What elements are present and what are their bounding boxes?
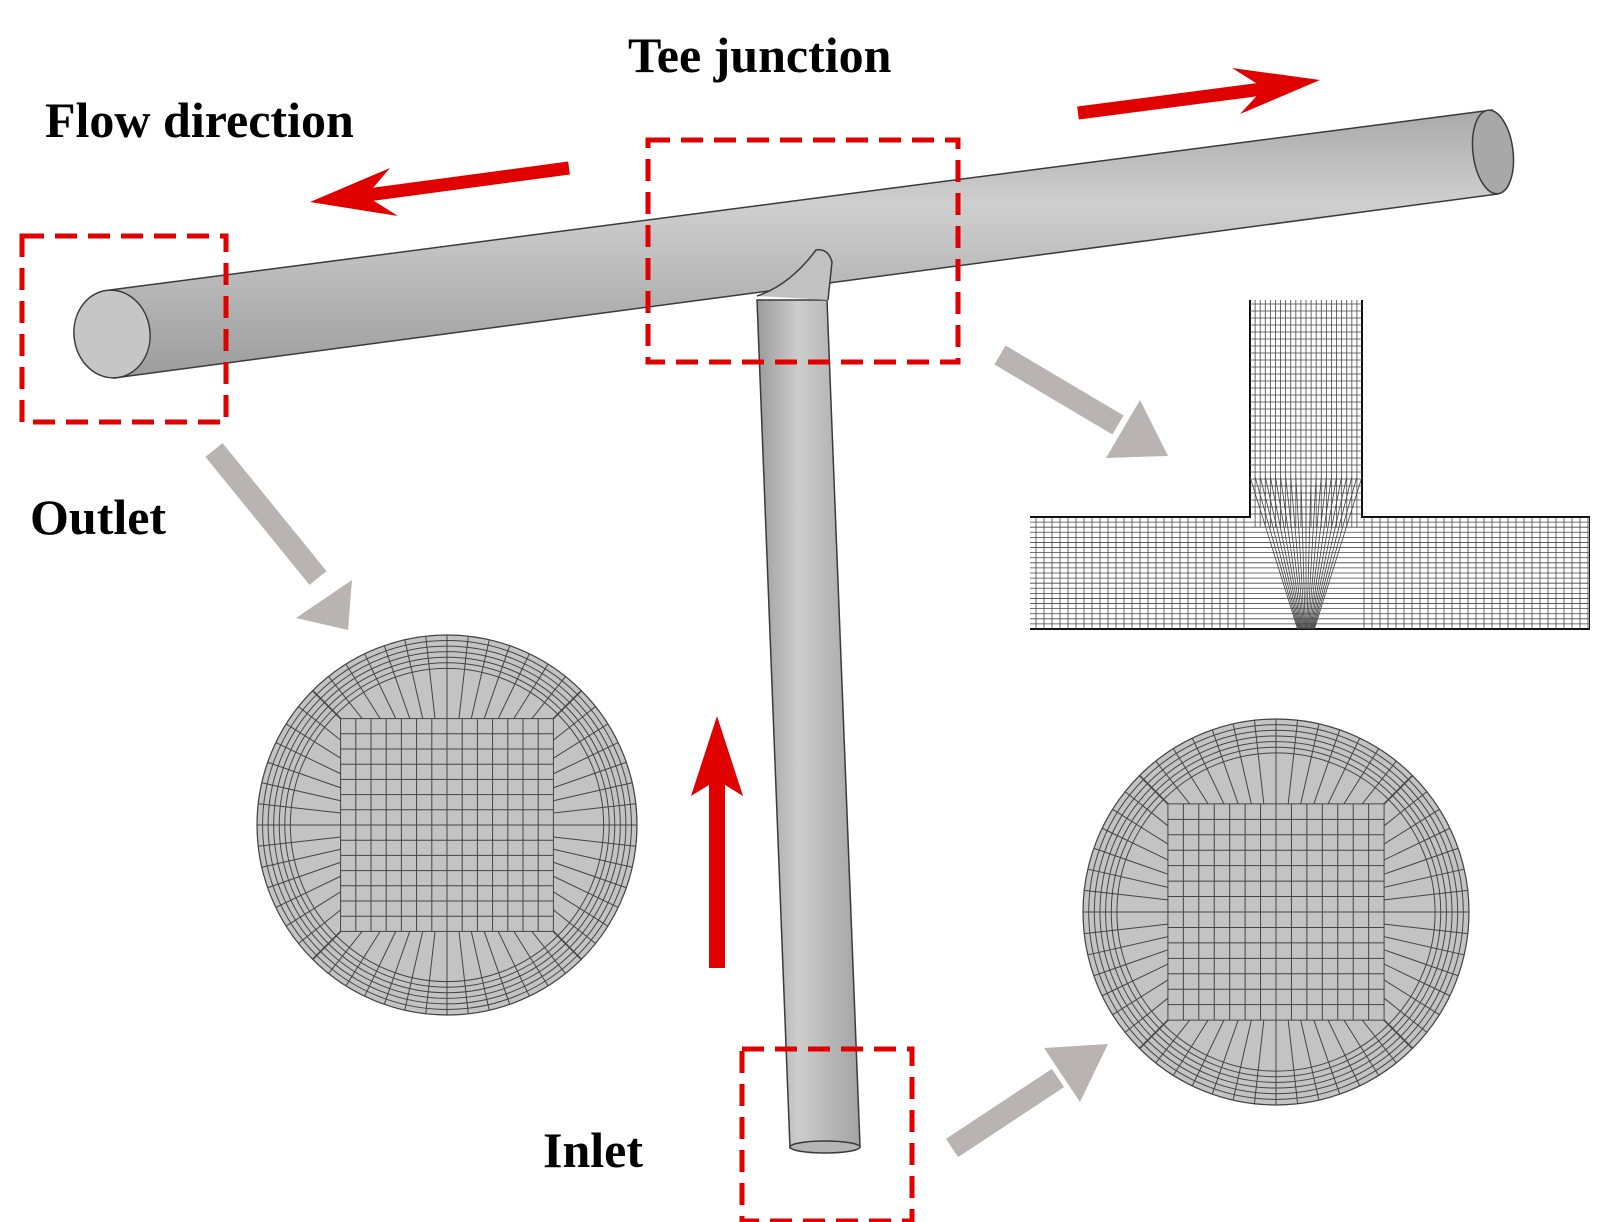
inlet-label: Inlet xyxy=(543,1122,643,1178)
flow-arrow-up xyxy=(691,716,743,968)
pointer-arrow-inlet xyxy=(945,1044,1108,1158)
tee-junction-mesh xyxy=(1030,300,1590,630)
outlet-face xyxy=(73,289,151,379)
outlet-callout-box xyxy=(19,233,229,425)
pointer-arrow-outlet xyxy=(205,443,352,630)
inlet-mesh-cross-section xyxy=(1082,718,1470,1106)
inlet-callout-box xyxy=(739,1046,915,1222)
outlet-label: Outlet xyxy=(30,489,167,545)
outlet-mesh-cross-section xyxy=(256,634,638,1016)
tee-junction-label: Tee junction xyxy=(628,27,892,83)
flow-arrow-left xyxy=(310,161,570,216)
main-pipe xyxy=(73,109,1515,379)
branch-pipe xyxy=(756,299,861,1154)
flow-direction-label: Flow direction xyxy=(45,92,354,148)
flow-arrow-right xyxy=(1077,68,1320,120)
pointer-arrow-tee xyxy=(994,345,1168,458)
